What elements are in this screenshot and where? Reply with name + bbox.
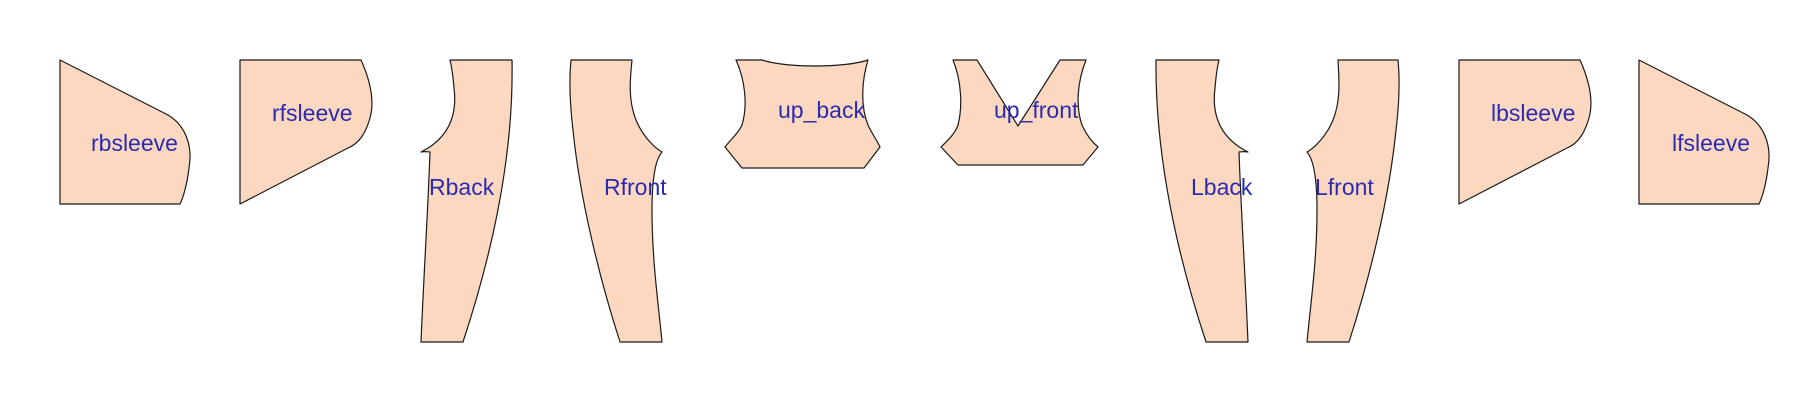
panel-lfsleeve-shape	[1638, 59, 1770, 205]
panel-rbsleeve-shape	[59, 59, 191, 205]
panel-up-back: up_back	[724, 59, 881, 169]
panel-lback-shape	[1155, 59, 1249, 343]
panel-lbsleeve: lbsleeve	[1458, 59, 1592, 205]
panel-lbsleeve-label: lbsleeve	[1491, 100, 1575, 126]
panel-rfront: Rfront	[569, 59, 667, 343]
panel-rbsleeve: rbsleeve	[59, 59, 191, 205]
panel-up-front: up_front	[940, 59, 1099, 166]
panel-rback-label: Rback	[429, 174, 495, 200]
panel-lbsleeve-shape	[1458, 59, 1592, 205]
panel-lfsleeve: lfsleeve	[1638, 59, 1770, 205]
panel-rfront-shape	[569, 59, 663, 343]
panel-up-front-shape	[940, 59, 1099, 166]
panel-rback-shape	[420, 59, 513, 343]
panel-rfront-label: Rfront	[604, 174, 667, 200]
panel-lback: Lback	[1155, 59, 1253, 343]
panel-up-back-shape	[724, 59, 881, 169]
panel-rback: Rback	[420, 59, 513, 343]
panel-lfront: Lfront	[1306, 59, 1400, 343]
panel-lfront-label: Lfront	[1315, 174, 1374, 200]
panel-up-back-label: up_back	[778, 97, 865, 123]
panel-rfsleeve-shape	[239, 59, 373, 205]
panel-up-front-label: up_front	[994, 97, 1079, 123]
panel-rfsleeve-label: rfsleeve	[272, 100, 353, 126]
panel-lback-label: Lback	[1191, 174, 1253, 200]
panel-rfsleeve: rfsleeve	[239, 59, 373, 205]
panel-rbsleeve-label: rbsleeve	[91, 130, 178, 156]
panel-lfront-shape	[1306, 59, 1400, 343]
panel-lfsleeve-label: lfsleeve	[1672, 130, 1750, 156]
